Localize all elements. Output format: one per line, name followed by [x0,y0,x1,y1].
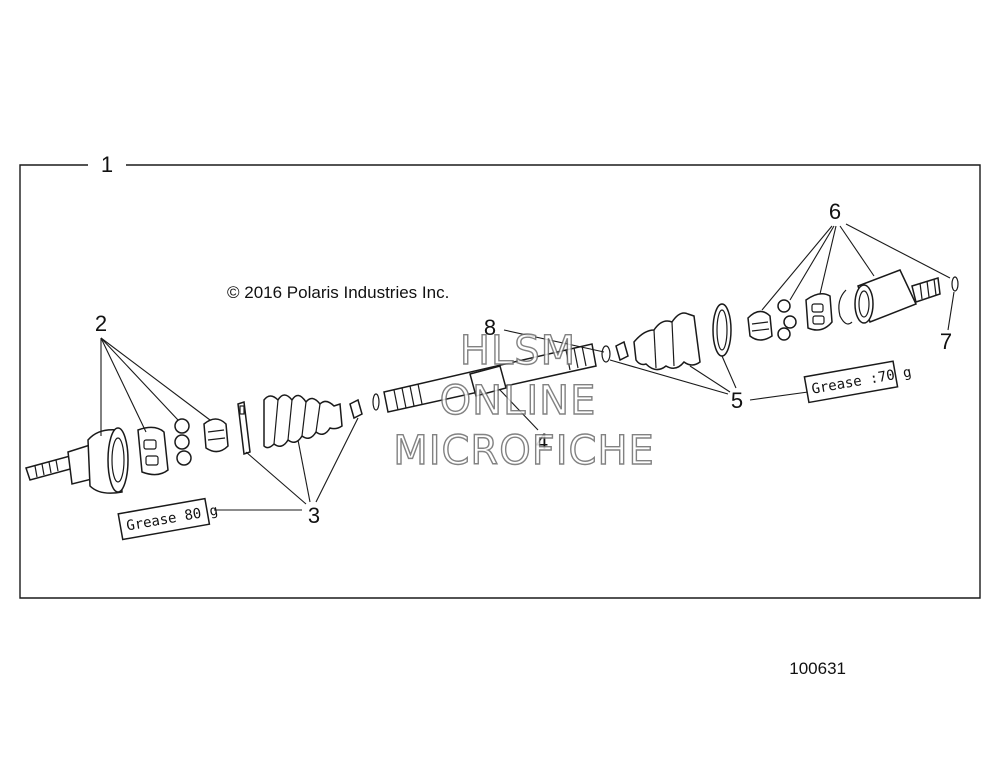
drive-shaft[interactable] [383,343,597,413]
inner-race[interactable] [203,418,229,453]
outer-boot[interactable] [633,312,701,371]
inner-snap-ring[interactable] [372,393,380,411]
watermark-line-2: ONLINE [440,378,597,424]
callout-6-leaders [761,223,951,311]
callout-3-leaders [214,417,359,511]
outer-cv-housing[interactable] [854,269,941,324]
watermark-line-1: HLSM [460,328,576,374]
inner-boot-clamp-small[interactable] [349,398,363,420]
callout-5-leaders [609,355,809,401]
callout-2[interactable]: 2 [95,311,107,336]
callout-3[interactable]: 3 [308,503,320,528]
outer-inner-race[interactable] [747,310,773,341]
watermark: HLSM ONLINE MICROFICHE [392,327,655,474]
inner-cv-housing[interactable] [25,427,129,494]
outer-snap-ring[interactable] [601,345,611,363]
grease-label-inner: Grease 80 g [117,497,219,541]
copyright-text: © 2016 Polaris Industries Inc. [227,283,449,302]
grease-label-outer: Grease :70 g [803,360,913,404]
callout-2-leaders [100,337,211,436]
outer-boot-clamp-large[interactable] [712,303,732,357]
outer-balls[interactable] [777,299,797,341]
outer-retaining-ring[interactable] [951,276,959,292]
callout-6[interactable]: 6 [829,199,841,224]
figure-number: 100631 [789,659,846,678]
callout-7[interactable]: 7 [940,329,952,354]
callout-4-leader [499,389,539,431]
assembly-frame [19,164,981,599]
inner-cage[interactable] [137,426,169,476]
inner-boot-clamp-large[interactable] [237,400,251,456]
callout-8-leader [503,329,605,353]
outer-boot-clamp-small[interactable] [615,340,629,362]
watermark-line-3: MICROFICHE [393,428,655,474]
callout-5[interactable]: 5 [731,388,743,413]
callout-7-leader [947,291,955,331]
callout-1[interactable]: 1 [101,152,113,177]
outer-cage[interactable] [805,293,833,331]
outer-circlip[interactable] [838,289,853,325]
inner-balls[interactable] [174,418,192,466]
callout-8[interactable]: 8 [484,315,496,340]
callout-4[interactable]: 4 [536,429,548,454]
inner-boot[interactable] [263,394,343,449]
